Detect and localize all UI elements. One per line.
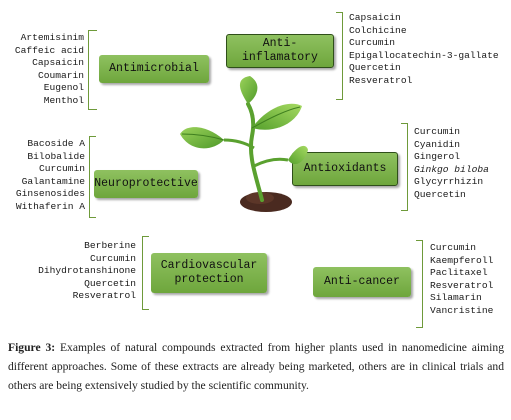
plant-stem bbox=[246, 102, 264, 202]
cardiovascular-label-line-2: protection bbox=[174, 273, 244, 286]
compound-item: Menthol bbox=[43, 94, 84, 106]
compound-item: Curcumin bbox=[89, 252, 136, 264]
cardiovascular-compound-list: Berberine Curcumin Dihydrotanshinone Que… bbox=[38, 240, 136, 303]
compound-item: Epigallocatechin-3-gallate bbox=[349, 49, 499, 61]
plant-seedling-icon bbox=[180, 76, 308, 212]
antioxidants-box: Antioxidants bbox=[292, 152, 398, 186]
compound-item: Silamarin bbox=[430, 292, 482, 304]
compound-item: Kaempferoll bbox=[430, 254, 494, 266]
cardiovascular-label-line-1: Cardiovascular bbox=[160, 259, 258, 272]
leaf-upper-right bbox=[252, 103, 302, 130]
compound-item: Curcumin bbox=[38, 163, 85, 175]
compound-item: Resveratrol bbox=[72, 290, 136, 302]
figure-caption-label: Figure 3: bbox=[8, 341, 56, 354]
neuroprotective-bracket bbox=[89, 136, 96, 218]
compound-item: Glycyrrhizin bbox=[414, 176, 484, 188]
antioxidants-bracket bbox=[401, 123, 408, 211]
compound-item: Resveratrol bbox=[430, 279, 494, 291]
compound-item: Quercetin bbox=[349, 62, 401, 74]
compound-item: Artemisinim bbox=[20, 32, 84, 43]
compound-item: Bilobalide bbox=[27, 150, 85, 162]
leaf-right bbox=[288, 145, 308, 165]
compound-item: Capsaicin bbox=[349, 12, 401, 23]
antimicrobial-bracket bbox=[88, 30, 97, 110]
compound-item: Gingerol bbox=[414, 151, 461, 163]
anti-cancer-box: Anti-cancer bbox=[313, 267, 411, 297]
anti-inflamatory-bracket bbox=[336, 12, 343, 100]
cardiovascular-label: Cardiovascular protection bbox=[161, 259, 258, 287]
antimicrobial-compound-list: Artemisinim Caffeic acid Capsaicin Couma… bbox=[15, 32, 84, 108]
anti-cancer-bracket bbox=[416, 240, 423, 328]
compound-item: Galantamine bbox=[21, 175, 85, 187]
antioxidants-label: Antioxidants bbox=[303, 162, 387, 175]
compound-item: Quercetin bbox=[414, 188, 466, 200]
compound-item: Eugenol bbox=[43, 82, 84, 94]
anti-cancer-compound-list: Curcumin Kaempferoll Paclitaxel Resverat… bbox=[430, 242, 493, 318]
compound-item: Vancristine bbox=[430, 304, 494, 316]
compound-item: Coumarin bbox=[37, 69, 84, 81]
compound-item: Quercetin bbox=[84, 277, 136, 289]
anti-cancer-label: Anti-cancer bbox=[324, 275, 400, 288]
neuroprotective-compound-list: Bacoside A Bilobalide Curcumin Galantami… bbox=[16, 138, 85, 214]
anti-inflamatory-compound-list: Capsaicin Colchicine Curcumin Epigalloca… bbox=[349, 12, 499, 88]
compound-item: Dihydrotanshinone bbox=[38, 265, 136, 277]
antimicrobial-label: Antimicrobial bbox=[109, 62, 199, 75]
compound-item: Berberine bbox=[84, 240, 136, 251]
cardiovascular-bracket bbox=[142, 236, 149, 310]
compound-item: Colchicine bbox=[349, 24, 407, 36]
antioxidants-compound-list: Curcumin Cyanidin Gingerol Ginkgo biloba… bbox=[414, 126, 489, 202]
compound-item: Caffeic acid bbox=[14, 44, 84, 56]
compound-item: Curcumin bbox=[414, 126, 461, 137]
leaf-left bbox=[180, 127, 224, 149]
neuroprotective-label: Neuroprotective bbox=[94, 177, 198, 190]
compound-item: Resveratrol bbox=[349, 74, 413, 86]
antimicrobial-box: Antimicrobial bbox=[99, 55, 209, 83]
compound-item: Ginsenosides bbox=[15, 188, 85, 200]
compound-item: Ginkgo biloba bbox=[414, 163, 489, 175]
compound-item: Curcumin bbox=[430, 242, 477, 253]
compound-item: Capsaicin bbox=[32, 57, 84, 69]
cardiovascular-box: Cardiovascular protection bbox=[151, 253, 267, 293]
figure-caption-text: Examples of natural compounds extracted … bbox=[8, 341, 504, 393]
anti-inflamatory-box: Anti-inflamatory bbox=[226, 34, 334, 68]
leaf-top bbox=[239, 76, 258, 104]
neuroprotective-box: Neuroprotective bbox=[94, 170, 198, 198]
compound-item: Paclitaxel bbox=[430, 267, 488, 279]
figure-caption: Figure 3: Examples of natural compounds … bbox=[8, 338, 504, 396]
compound-item: Withaferin A bbox=[15, 200, 85, 212]
compound-item: Bacoside A bbox=[27, 138, 85, 149]
compound-item: Curcumin bbox=[349, 37, 396, 49]
anti-inflamatory-label: Anti-inflamatory bbox=[242, 37, 318, 64]
compound-item: Cyanidin bbox=[414, 138, 461, 150]
